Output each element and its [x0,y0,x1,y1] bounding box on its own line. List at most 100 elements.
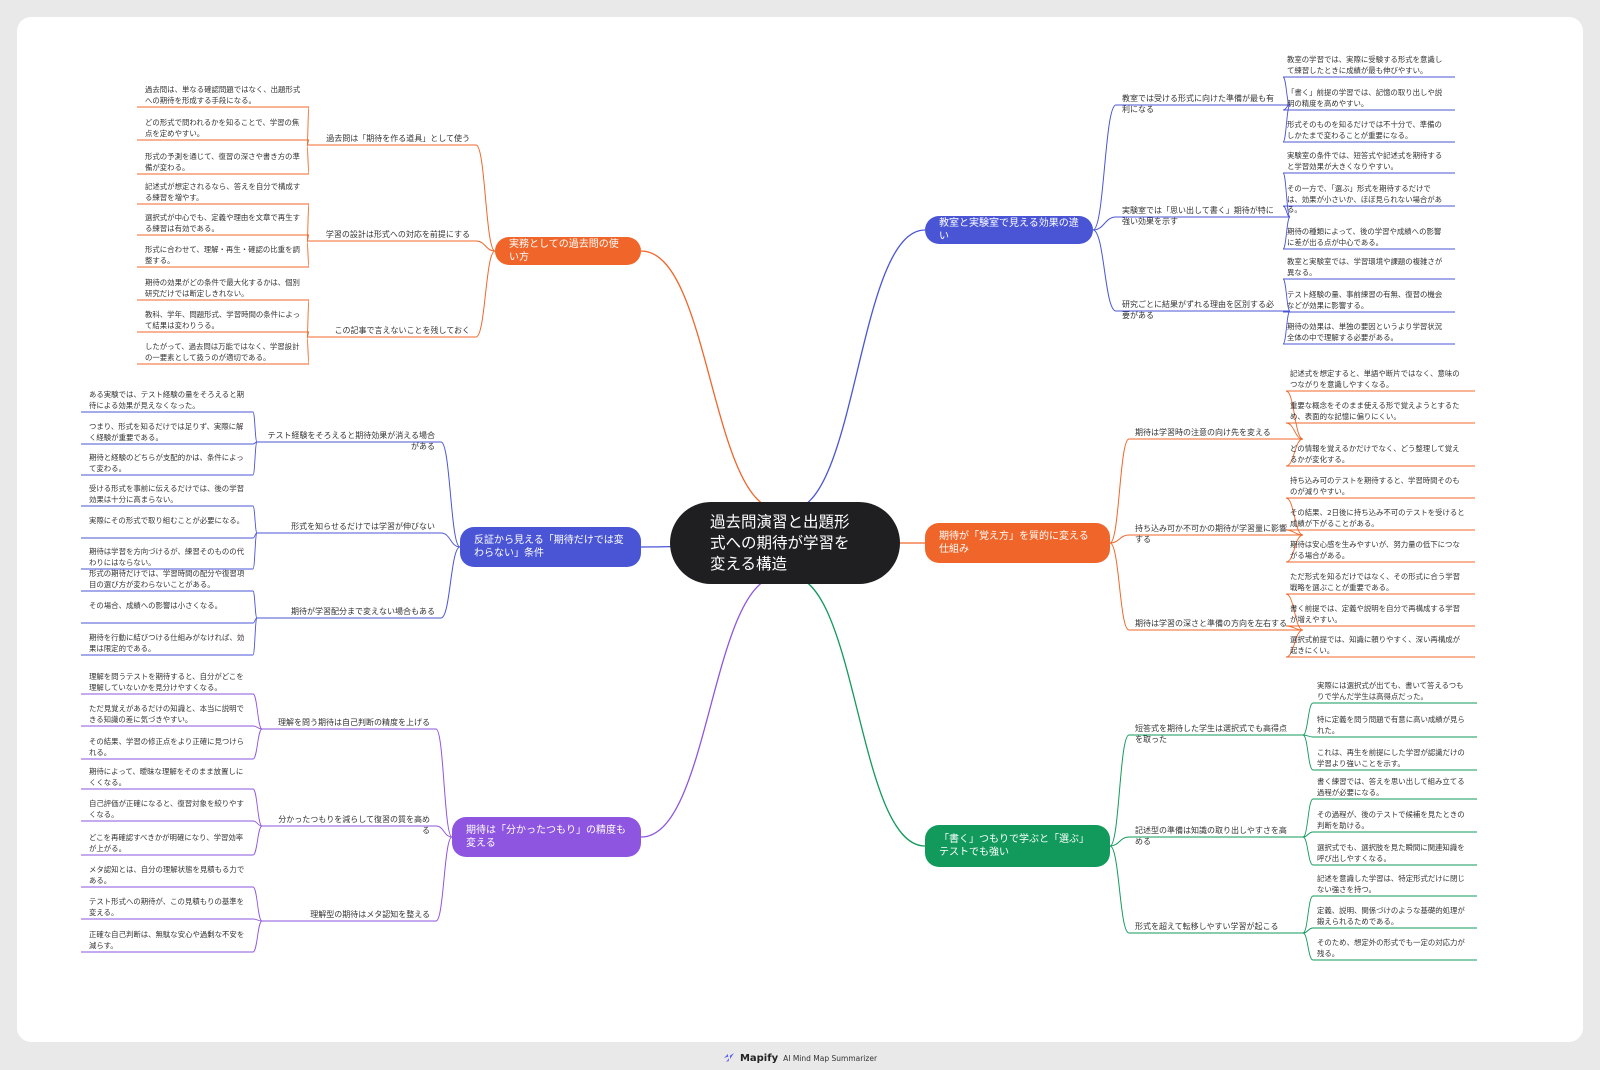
leaf-note[interactable]: 期待を行動に結びつける仕組みがなければ、効果は限定的である。 [89,633,245,653]
leaf-note[interactable]: 形式の期待だけでは、学習時間の配分や復習項目の選び方が変わらないことがある。 [89,569,245,589]
topic-label[interactable]: 記述型の準備は知識の取り出しやすさを高める [1135,826,1287,846]
topic-label[interactable]: 期待は学習の深さと準備の方向を左右する [1135,619,1287,628]
leaf-note[interactable]: これは、再生を前提にした学習が認識だけの学習より強いことを示す。 [1317,748,1465,768]
leaf-note[interactable]: 期待によって、曖昧な理解をそのまま放置しにくくなる。 [89,767,244,787]
leaf-note[interactable]: ただ見覚えがあるだけの知識と、本当に説明できる知識の差に気づきやすい。 [89,704,244,724]
leaf-note[interactable]: 特に定義を問う問題で有意に高い成績が見られた。 [1317,715,1465,735]
branch-label: 期待が「覚え方」を質的に変える仕組み [939,531,1089,555]
branch-node[interactable]: 実務としての過去問の使い方 [495,237,641,265]
leaf-note[interactable]: テスト経験の量、事前練習の有無、復習の機会などが効果に影響する。 [1287,290,1443,310]
leaf-note[interactable]: そのため、想定外の形式でも一定の対応力が残る。 [1317,938,1465,958]
topic-label[interactable]: 持ち込み可か不可かの期待が学習量に影響する [1135,524,1287,544]
leaf-note[interactable]: 期待と経験のどちらが支配的かは、条件によって変わる。 [89,453,244,473]
leaf-note[interactable]: その結果、2日後に持ち込み不可のテストを受けると成績が下がることがある。 [1290,508,1465,528]
leaf-note[interactable]: 「書く」前提の学習では、記憶の取り出しや説明の精度を高めやすい。 [1287,88,1443,108]
leaf-note[interactable]: その一方で、「選ぶ」形式を期待するだけでは、効果が小さいか、ほぼ見られない場合が… [1287,184,1443,214]
leaf-note[interactable]: 形式に合わせて、理解・再生・確認の比重を調整する。 [145,245,300,265]
connector-line [1302,932,1314,961]
leaf-note[interactable]: 選択式でも、選択肢を見た瞬間に関連知識を呼び出しやすくなる。 [1317,843,1465,863]
topic-label[interactable]: この記事で言えないことを残しておく [334,326,470,335]
connector-line [440,532,461,548]
leaf-note[interactable]: 選択式が中心でも、定義や理由を文章で再生する練習は有効である。 [145,213,300,233]
branch-label: 実務としての過去問の使い方 [509,239,619,263]
topic-label[interactable]: テスト経験をそろえると期待効果が消える場合がある [267,431,435,451]
connector-line [306,240,310,268]
leaf-note[interactable]: ただ形式を知るだけではなく、その形式に合う学習戦略を選ぶことが重要である。 [1290,572,1460,592]
connector-line [1285,438,1304,467]
connector-line [1109,534,1130,544]
leaf-note[interactable]: 過去問は、単なる確認問題ではなく、出題形式への期待を形成する手段になる。 [145,85,301,105]
leaf-note[interactable]: その場合、成績への影響は小さくなる。 [89,601,223,610]
connector-line [1092,104,1117,231]
connector-line [1302,831,1314,838]
topic-label[interactable]: 形式を知らせるだけでは学習が伸びない [291,522,435,531]
leaf-note[interactable]: その過程が、後のテストで候補を見たときの判断を助ける。 [1317,810,1465,830]
connector-line [1109,836,1130,847]
leaf-note[interactable]: 実際には選択式が出ても、書いて答えるつもりで学んだ学生は高得点だった。 [1317,681,1464,701]
leaf-note[interactable]: 自己評価が正確になると、復習対象を絞りやすくなる。 [89,799,244,819]
leaf-note[interactable]: 正確な自己判断は、無駄な安心や過剰な不安を減らす。 [89,930,245,950]
leaf-note[interactable]: 教室と実験室では、学習環境や課題の複雑さが異なる。 [1287,257,1443,277]
leaf-note[interactable]: 期待の種類によって、後の学習や成績への影響に差が出る点が中心である。 [1287,227,1442,247]
connector-line [306,299,310,338]
leaf-note[interactable]: 記述式を想定すると、単語や断片ではなく、意味のつながりを意識しやすくなる。 [1290,369,1460,389]
leaf-note[interactable]: 理解を問うテストを期待すると、自分がどこを理解していないかを見分けやすくなる。 [89,672,244,692]
leaf-note[interactable]: どの情報を覚えるかだけでなく、どう整理して覚えるかが変化する。 [1290,444,1460,464]
topic-label[interactable]: 分かったつもりを減らして復習の質を高める [278,815,430,835]
leaf-note[interactable]: 書く練習では、答えを思い出して組み立てる過程が必要になる。 [1317,777,1465,797]
connector-line [306,106,310,146]
leaf-note[interactable]: 教室の学習では、実際に受験する形式を意識して練習したときに成績が最も伸びやすい。 [1287,55,1443,75]
leaf-note[interactable]: つまり、形式を知るだけでは足りず、実際に解く経験が重要である。 [89,422,244,442]
topic-label[interactable]: 学習の設計は形式への対応を前提にする [325,230,470,239]
leaf-note[interactable]: 期待の効果は、単独の要因というより学習状況全体の中で理解する必要がある。 [1287,322,1443,342]
leaf-note[interactable]: ある実験では、テスト経験の量をそろえると期待による効果が見えなくなった。 [89,390,244,410]
connector-line [252,820,263,827]
leaf-note[interactable]: 重要な概念をそのまま使える形で覚えようとするため、表面的な記憶に偏りにくい。 [1290,401,1460,421]
topic-label[interactable]: 理解を問う期待は自己判断の精度を上げる [278,718,430,727]
topic-label[interactable]: 過去問は「期待を作る道具」として使う [326,134,470,143]
topic-label[interactable]: 短答式を期待した学生は選択式でも高得点を取った [1135,724,1287,744]
central-topic[interactable]: 過去問演習と出題形式への期待が学習を変える構造 [670,502,900,584]
connector-line [1285,390,1304,440]
topic-label[interactable]: 期待が学習配分まで変えない場合もある [291,607,435,616]
leaf-note[interactable]: 形式の予測を通じて、復習の深さや書き方の準備が変わる。 [145,152,300,172]
branch-node[interactable]: 教室と実験室で見える効果の違い [925,216,1093,244]
leaf-note[interactable]: したがって、過去問は万能ではなく、学習設計の一要素として扱うのが適切である。 [145,342,300,362]
leaf-note[interactable]: 書く前提では、定義や説明を自分で再構成する学習が増えやすい。 [1290,604,1460,624]
leaf-note[interactable]: どの形式で問われるかを知ることで、学習の焦点を定めやすい。 [145,118,300,138]
leaf-note[interactable]: どこを再確認すべきかが明確になり、学習効率が上がる。 [89,833,244,853]
leaf-note[interactable]: 実際にその形式で取り組むことが必要になる。 [89,516,245,525]
leaf-note[interactable]: 持ち込み可のテストを期待すると、学習時間そのものが減りやすい。 [1290,476,1460,496]
leaf-note[interactable]: 記述式が想定されるなら、答えを自分で構成する練習を増やす。 [145,182,301,202]
topic-label[interactable]: 理解型の期待はメタ認知を整える [310,910,430,919]
leaf-note[interactable]: 期待は学習を方向づけるが、練習そのものの代わりにはならない。 [89,547,245,567]
leaf-note[interactable]: 実験室の条件では、短答式や記述式を期待すると学習効果が大きくなりやすい。 [1287,151,1443,171]
leaf-note[interactable]: 受ける形式を事前に伝えるだけでは、後の学習効果は十分に高まらない。 [89,484,244,504]
leaf-note[interactable]: その結果、学習の修正点をより正確に見つけられる。 [89,737,245,757]
branch-node[interactable]: 「書く」つもりで学ぶと「選ぶ」テストでも強い [925,825,1110,867]
connector-line [1109,542,1130,631]
leaf-note[interactable]: 形式そのものを知るだけでは不十分で、準備のしかたまで変わることが重要になる。 [1287,120,1442,140]
topic-label[interactable]: 形式を超えて転移しやすい学習が起こる [1135,922,1279,931]
connector-line [1285,497,1304,536]
topic-label[interactable]: 実験室では「思い出して書く」期待が特に強い効果を示す [1122,206,1274,226]
leaf-note[interactable]: 記述を意識した学習は、特定形式だけに閉じない強さを持つ。 [1317,874,1465,894]
leaf-note[interactable]: 教科、学年、問題形式、学習時間の条件によって結果は変わりうる。 [145,310,300,330]
branch-node[interactable]: 期待が「覚え方」を質的に変える仕組み [925,523,1110,563]
connector-line [252,725,263,730]
leaf-note[interactable]: 選択式前提では、知識に頼りやすく、深い再構成が起きにくい。 [1290,635,1460,655]
topic-label[interactable]: 研究ごとに結果がずれる理由を区別する必要がある [1122,300,1274,320]
connector-line [1285,534,1304,563]
leaf-note[interactable]: メタ認知とは、自分の理解状態を見積もる力である。 [89,865,245,885]
branch-node[interactable]: 反証から見える「期待だけでは変わらない」条件 [460,527,641,567]
connector-line [1302,734,1314,738]
leaf-note[interactable]: 期待は安心感を生みやすいが、努力量の低下につながる場合がある。 [1290,540,1460,560]
leaf-note[interactable]: 定義、説明、関係づけのような基礎的処理が鍛えられるためである。 [1317,906,1465,926]
branch-node[interactable]: 期待は「分かったつもり」の精度も変える [452,817,641,857]
topic-label[interactable]: 教室では受ける形式に向けた準備が最も有利になる [1122,94,1274,114]
connector-line [252,590,258,619]
leaf-note[interactable]: 期待の効果がどの条件で最大化するかは、個別研究だけでは断定しきれない。 [145,278,300,298]
connector-line [1109,438,1130,544]
topic-label[interactable]: 期待は学習時の注意の向け先を変える [1135,428,1271,437]
leaf-note[interactable]: テスト形式への期待が、この見積もりの基準を変える。 [89,897,245,917]
